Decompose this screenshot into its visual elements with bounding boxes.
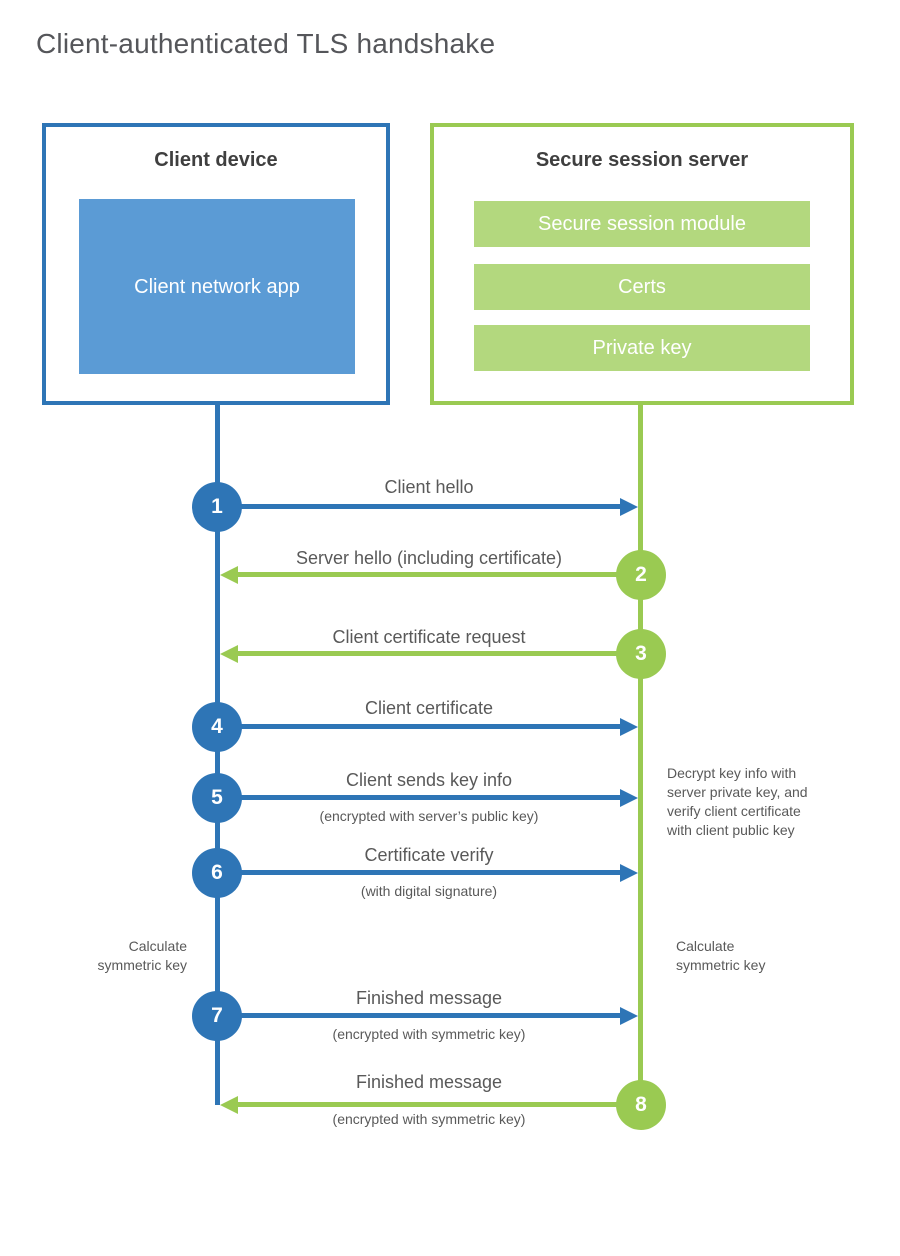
step-number-8: 8 (616, 1080, 666, 1130)
message-label-1: Client hello (384, 477, 474, 497)
message-sublabel-8: (encrypted with symmetric key) (332, 1111, 526, 1127)
message-label-2: Server hello (including certificate) (295, 548, 563, 568)
step-number-3: 3 (616, 629, 666, 679)
step-number-7: 7 (192, 991, 242, 1041)
message-label-6: Certificate verify (364, 845, 494, 865)
arrow-left-icon (238, 572, 641, 577)
server-module-secure-session: Secure session module (474, 201, 810, 247)
client-device-title: Client device (154, 149, 278, 171)
message-label-3: Client certificate request (332, 627, 526, 647)
server-module-certs: Certs (474, 264, 810, 310)
server-lifeline (638, 405, 643, 1105)
secure-session-server-title: Secure session server (535, 149, 749, 171)
step-number-5: 5 (192, 773, 242, 823)
message-label-8: Finished message (355, 1072, 503, 1092)
calc-note-line: symmetric key (97, 957, 187, 973)
client-device-box: Client device Client network app (42, 123, 390, 405)
client-network-app-label: Client network app (134, 275, 300, 298)
calculate-symmetric-key-note-server: Calculate symmetric key (676, 937, 806, 975)
step-number-4: 4 (192, 702, 242, 752)
message-sublabel-6: (with digital signature) (360, 883, 498, 899)
decrypt-key-note-line: verify client certificate (667, 803, 801, 819)
secure-session-server-box: Secure session server Secure session mod… (430, 123, 854, 405)
page-title: Client-authenticated TLS handshake (36, 28, 496, 59)
calculate-symmetric-key-note-client: Calculate symmetric key (77, 937, 187, 975)
message-label-5: Client sends key info (345, 770, 513, 790)
arrow-right-icon (217, 1013, 620, 1018)
calc-note-line: Calculate (676, 938, 735, 954)
message-sublabel-5: (encrypted with server’s public key) (319, 808, 539, 824)
calc-note-line: symmetric key (676, 957, 766, 973)
decrypt-key-note: Decrypt key info with server private key… (667, 764, 808, 840)
server-module-private-key: Private key (474, 325, 810, 371)
arrow-left-icon (238, 1102, 641, 1107)
step-number-1: 1 (192, 482, 242, 532)
arrow-right-icon (217, 795, 620, 800)
arrow-right-icon (217, 724, 620, 729)
calc-note-line: Calculate (128, 938, 187, 954)
message-label-4: Client certificate (364, 698, 494, 718)
arrow-right-icon (217, 504, 620, 509)
arrow-left-icon (238, 651, 641, 656)
message-sublabel-7: (encrypted with symmetric key) (332, 1026, 526, 1042)
decrypt-key-note-line: Decrypt key info with (667, 765, 797, 781)
client-lifeline (215, 405, 220, 1105)
message-label-7: Finished message (355, 988, 503, 1008)
client-network-app-box: Client network app (79, 199, 355, 374)
step-number-2: 2 (616, 550, 666, 600)
decrypt-key-note-line: with client public key (667, 822, 795, 838)
step-number-6: 6 (192, 848, 242, 898)
arrow-right-icon (217, 870, 620, 875)
decrypt-key-note-line: server private key, and (667, 784, 808, 800)
